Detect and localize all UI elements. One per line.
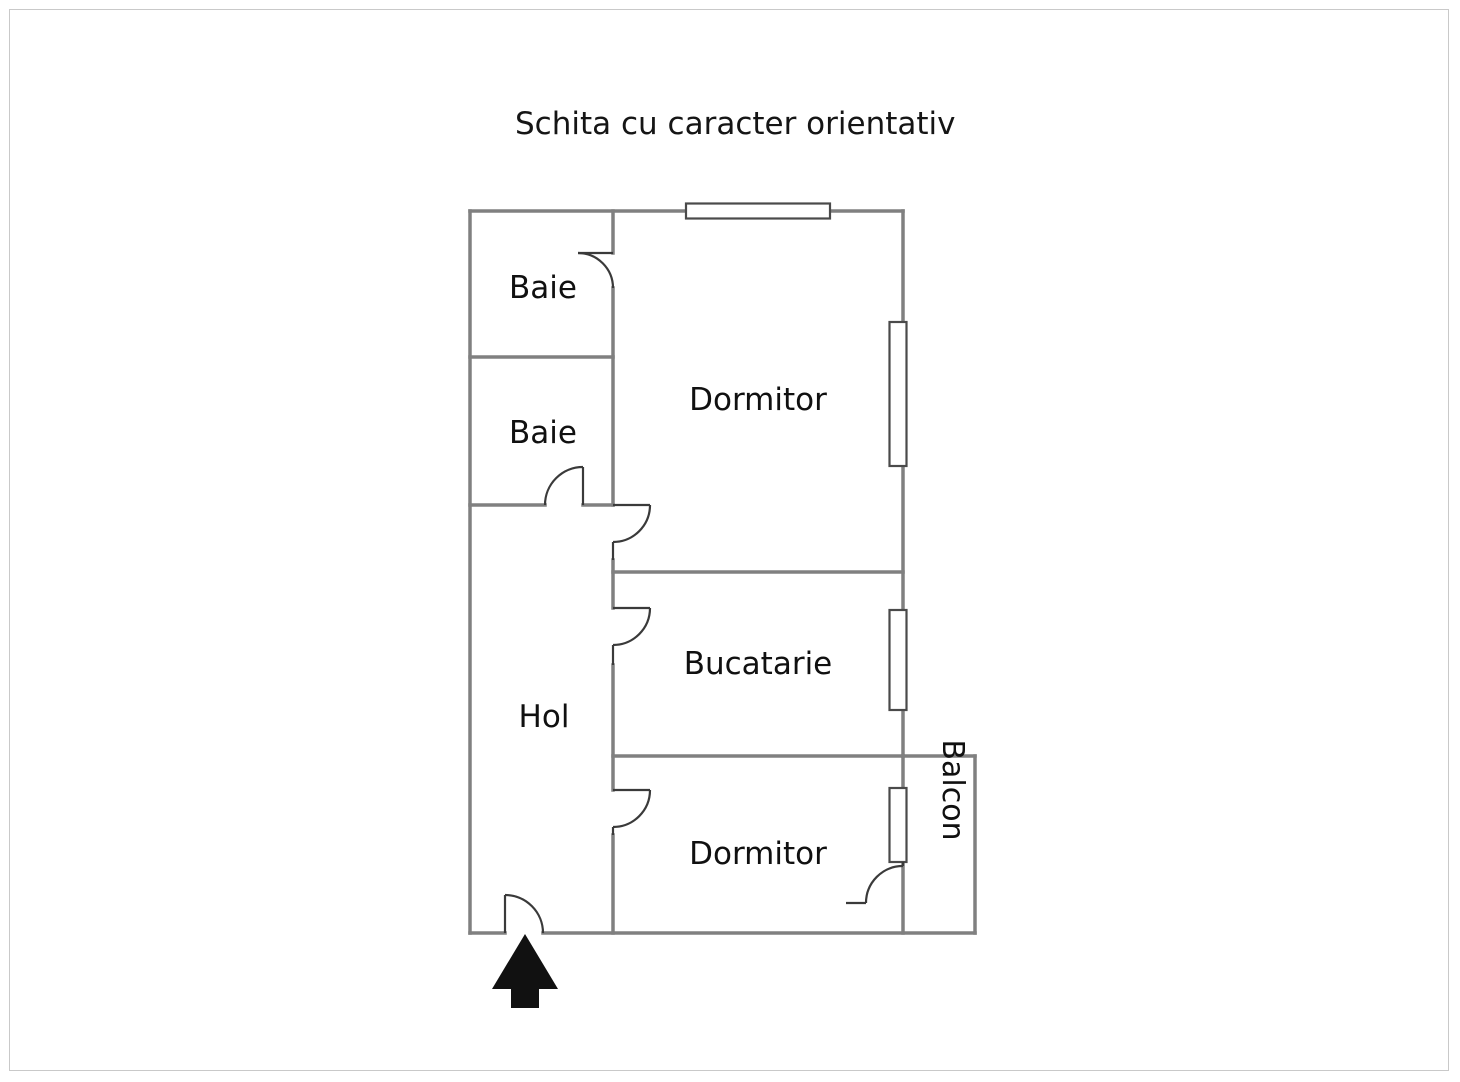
door-bucatarie [611, 606, 652, 665]
door-balcon [846, 862, 905, 905]
doors-group [503, 251, 905, 934]
window-balcon [888, 786, 908, 864]
room-label-baie-1: Baie [509, 270, 577, 306]
room-label-bucatarie: Bucatarie [684, 646, 833, 682]
room-label-hol: Hol [519, 699, 570, 735]
room-label-dormitor-2: Dormitor [689, 836, 827, 872]
door-entry [503, 893, 545, 934]
door-dormitor-2 [611, 788, 652, 835]
windows-group [684, 202, 908, 864]
door-dormitor-1 [611, 503, 652, 560]
room-label-balcon: Balcon [935, 739, 970, 840]
window-right-dormitor [888, 320, 908, 468]
page-title: Schita cu caracter orientativ [515, 106, 956, 142]
room-labels-group: Baie Baie Dormitor Bucatarie Hol Dormito… [509, 270, 970, 872]
room-label-dormitor-1: Dormitor [689, 382, 827, 418]
room-label-baie-2: Baie [509, 415, 577, 451]
window-top-dormitor [684, 202, 832, 220]
window-right-bucatarie [888, 608, 908, 712]
entrance-arrow [492, 934, 558, 1008]
door-baie-2 [543, 465, 585, 506]
door-baie-1 [577, 251, 615, 289]
